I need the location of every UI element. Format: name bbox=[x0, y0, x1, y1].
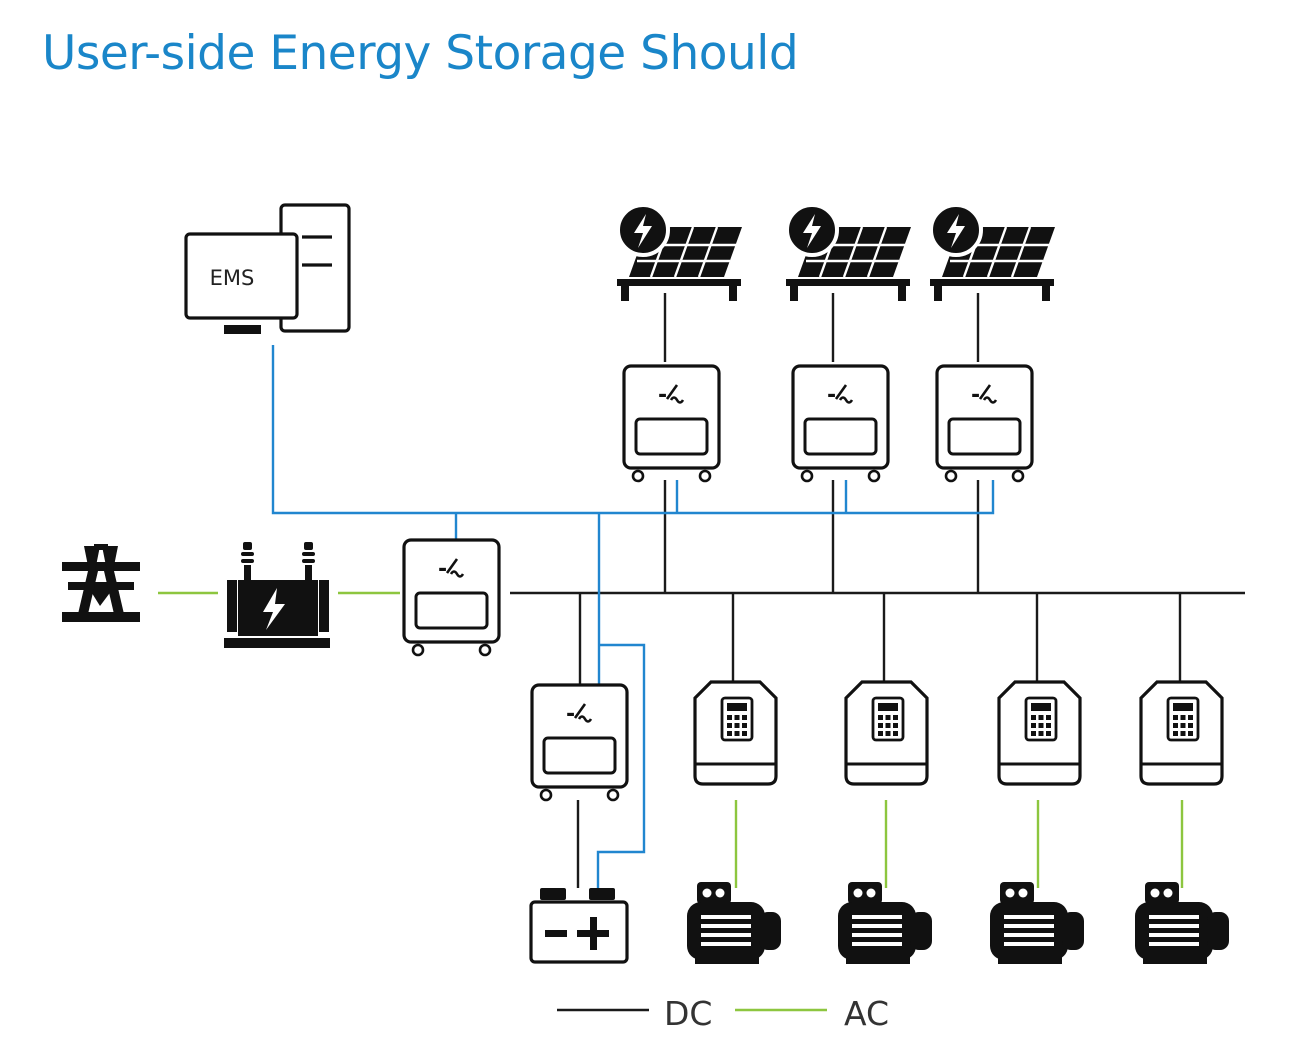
frequency-drive-icon bbox=[844, 680, 929, 786]
dc-bus bbox=[510, 293, 1245, 888]
frequency-drive-icon bbox=[1139, 680, 1224, 786]
transformer-icon bbox=[224, 542, 330, 648]
communication-lines bbox=[271, 345, 995, 888]
solar-panel-icon bbox=[928, 203, 1057, 303]
pcs-converter-icon bbox=[402, 538, 501, 657]
motor-icon bbox=[1135, 882, 1229, 964]
motor-icon bbox=[990, 882, 1084, 964]
solar-panel-icon bbox=[784, 203, 913, 303]
legend: DC AC bbox=[557, 994, 889, 1033]
power-pylon-icon bbox=[62, 544, 140, 622]
solar-panel-icon bbox=[615, 203, 744, 303]
ac-legend-label: AC bbox=[844, 994, 889, 1033]
pcs-converter-icon bbox=[791, 364, 890, 483]
battery-icon bbox=[529, 888, 629, 964]
frequency-drive-icon bbox=[693, 680, 778, 786]
page-title: User-side Energy Storage Should bbox=[42, 26, 799, 81]
motor-icon bbox=[838, 882, 932, 964]
pcs-converter-icon bbox=[622, 364, 721, 483]
ac-lines bbox=[158, 591, 1184, 888]
ems-computer-icon: EMS bbox=[184, 203, 351, 334]
dc-legend-label: DC bbox=[664, 994, 712, 1033]
pcs-converter-icon bbox=[530, 683, 629, 802]
pcs-converter-icon bbox=[935, 364, 1034, 483]
frequency-drive-icon bbox=[997, 680, 1082, 786]
motor-icon bbox=[687, 882, 781, 964]
ems-label: EMS bbox=[210, 266, 255, 290]
